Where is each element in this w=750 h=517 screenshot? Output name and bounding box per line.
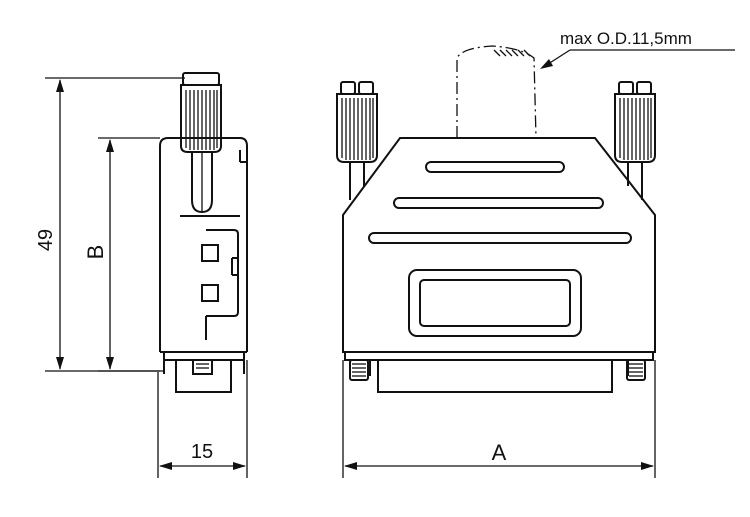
left-thread-stub [349,359,369,381]
side-body [159,137,248,352]
dimension-label-b: B [83,245,108,260]
dimension-label-a: A [492,440,507,465]
cable-outline [456,45,537,139]
dimension-a: A [342,360,656,478]
hood-body [342,137,656,353]
cable-note: max O.D.11,5mm [540,29,735,69]
dimension-label-15: 15 [191,441,213,463]
right-thread-stub [626,359,646,381]
dimension-label-49: 49 [35,229,57,251]
dimension-49: 49 [35,77,185,372]
side-flange [160,351,247,393]
cable-diameter-label: max O.D.11,5mm [560,29,692,48]
front-view: max O.D.11,5mm [336,29,735,478]
right-screw [614,81,656,200]
hood-flange [344,351,654,393]
side-screw-knob [180,72,222,153]
side-latch [180,215,240,340]
cable-window [408,269,582,337]
dimension-b: B [83,137,160,372]
dimension-15: 15 [157,360,248,478]
side-screw-shaft [191,152,213,214]
side-view: 49 B [35,72,248,478]
left-screw [336,81,378,200]
